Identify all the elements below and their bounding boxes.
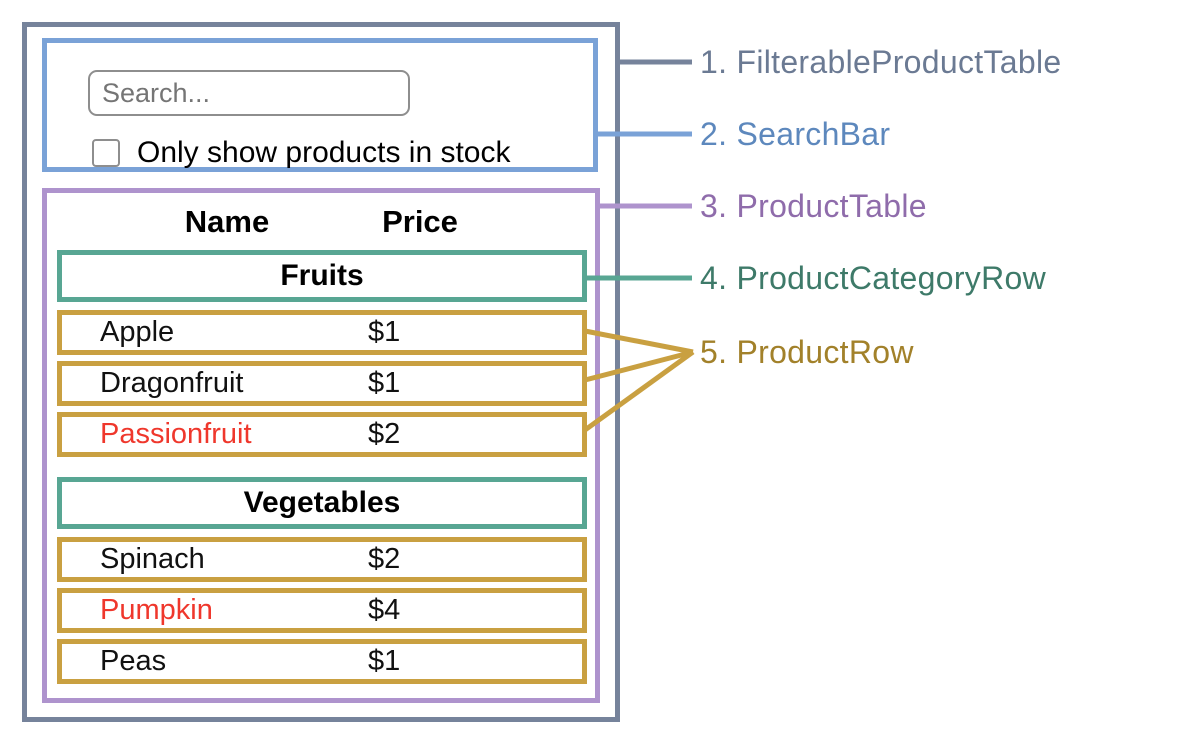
legend-label-filterable-product-table: 1. FilterableProductTable [700,44,1062,80]
product-name: Passionfruit [100,418,252,450]
legend-label-product-category-row: 4. ProductCategoryRow [700,260,1047,296]
product-row-spinach: Spinach $2 [57,537,587,582]
legend-label-product-row: 5. ProductRow [700,334,914,370]
in-stock-filter-row: Only show products in stock [92,136,511,170]
product-name: Peas [100,645,167,677]
product-name: Spinach [100,543,205,575]
product-price: $2 [368,418,401,450]
product-category-row-vegetables: Vegetables [57,477,587,529]
filterable-product-table-box: Only show products in stock Name Price F… [22,22,620,722]
product-name: Apple [100,316,175,348]
product-row-peas: Peas $1 [57,639,587,684]
product-name: Pumpkin [100,594,213,626]
in-stock-checkbox[interactable] [92,139,120,167]
product-row-pumpkin: Pumpkin $4 [57,588,587,633]
product-price: $4 [368,594,401,626]
category-label: Fruits [280,259,364,292]
product-price: $2 [368,543,401,575]
product-price: $1 [368,645,401,677]
category-label: Vegetables [243,486,401,519]
product-row-passionfruit: Passionfruit $2 [57,412,587,457]
product-row-apple: Apple $1 [57,310,587,355]
column-header-name: Name [184,204,270,239]
column-header-price: Price [382,204,458,239]
legend-label-product-table: 3. ProductTable [700,188,927,224]
product-price: $1 [368,367,401,399]
search-input[interactable] [88,70,410,116]
product-name: Dragonfruit [100,367,244,399]
product-category-row-fruits: Fruits [57,250,587,302]
legend-label-search-bar: 2. SearchBar [700,116,891,152]
in-stock-checkbox-label: Only show products in stock [137,136,511,169]
product-price: $1 [368,316,401,348]
product-table-box: Name Price Fruits Apple $1 Dragonfruit $… [42,188,600,703]
product-row-dragonfruit: Dragonfruit $1 [57,361,587,406]
search-bar-box: Only show products in stock [42,38,598,172]
